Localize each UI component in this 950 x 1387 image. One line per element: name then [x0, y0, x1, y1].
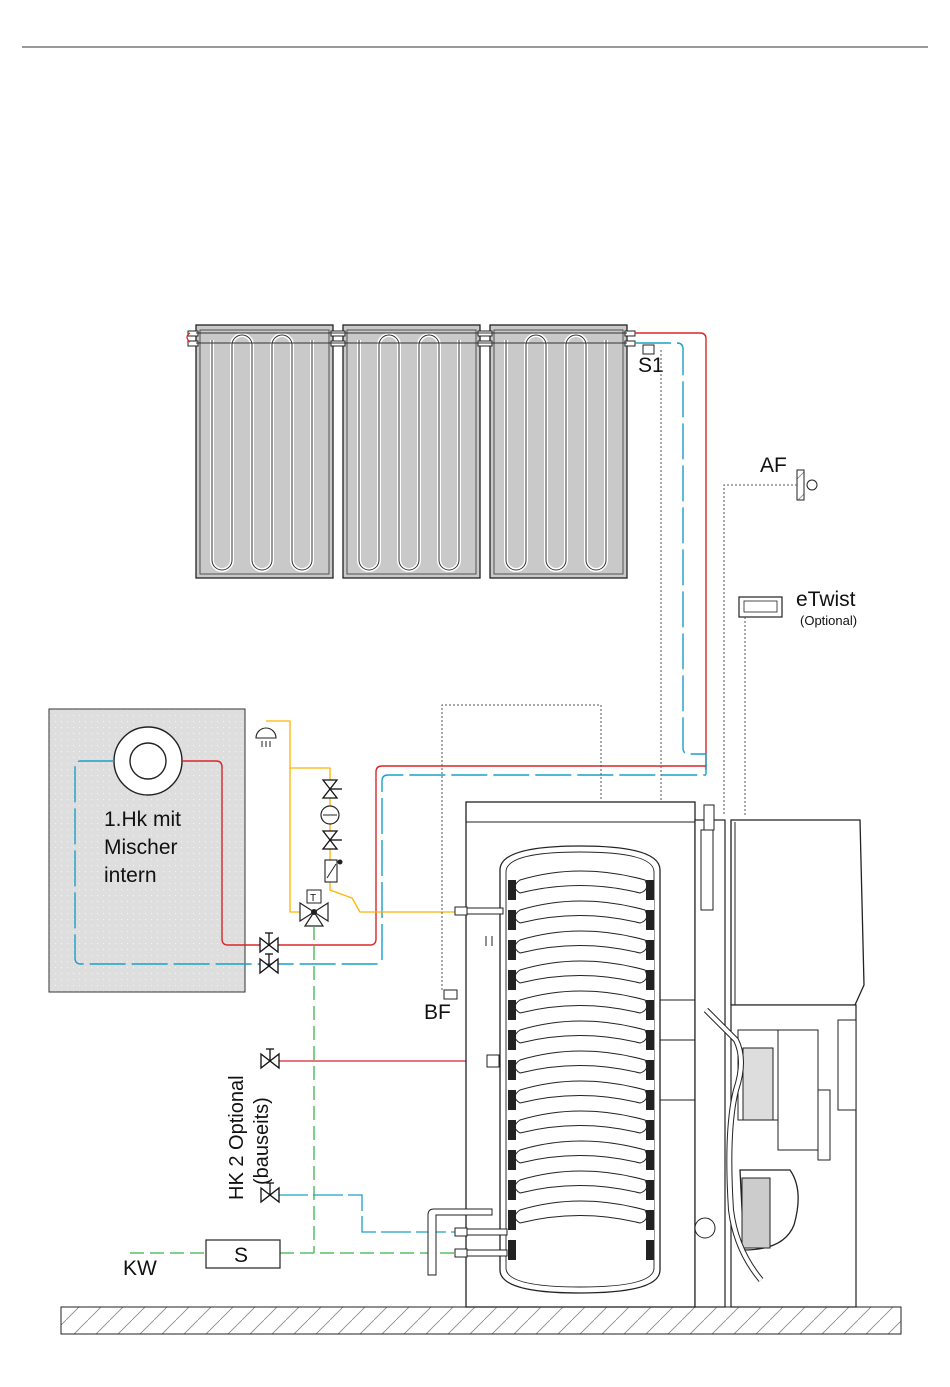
etwist-optional-note: (Optional): [800, 613, 857, 628]
bf-label: BF: [424, 1001, 451, 1024]
circulation-pump: [321, 806, 339, 824]
af-label: AF: [760, 454, 787, 477]
hk2-label-1: HK 2 Optional: [226, 1075, 248, 1200]
solar-flow-line: [635, 333, 706, 770]
solar-return-line: [635, 343, 706, 778]
solar-collector-1: [196, 325, 333, 578]
solar-collector-3: [490, 325, 627, 578]
thermostatic-mixer: T: [300, 890, 328, 926]
etwist-label: eTwist: [796, 588, 856, 611]
check-valve: [325, 860, 343, 883]
circulation-valve-bottom: [323, 831, 342, 849]
softener-label: S: [234, 1244, 248, 1267]
radiator-symbol: [114, 727, 182, 795]
circulation-line: [266, 721, 455, 912]
floor-slab: [61, 1307, 901, 1334]
circulation-valve-top: [323, 780, 342, 798]
tap-symbol: [256, 728, 276, 747]
heating-flow-valve: [260, 933, 278, 952]
mixer-label: T: [310, 893, 316, 904]
outdoor-sensor-af: [797, 470, 817, 500]
solar-collector-array: [187, 325, 635, 578]
heating-circuit-label-2: Mischer: [104, 836, 178, 859]
hk2-flow-valve: [261, 1049, 279, 1068]
storage-tank: [428, 802, 695, 1307]
buffer-sensor-bf: [444, 990, 457, 999]
kw-label: KW: [123, 1257, 157, 1280]
heating-circuit-label-3: intern: [104, 864, 157, 887]
heating-return-valve: [260, 954, 278, 973]
s1-label: S1: [638, 354, 664, 377]
collector-sensor-s1: [643, 345, 654, 354]
solar-collector-2: [343, 325, 480, 578]
hk2-label-2: (bauseits): [251, 1097, 273, 1185]
heating-circuit-label-1: 1.Hk mit: [104, 808, 181, 831]
etwist-room-unit: [739, 597, 782, 617]
